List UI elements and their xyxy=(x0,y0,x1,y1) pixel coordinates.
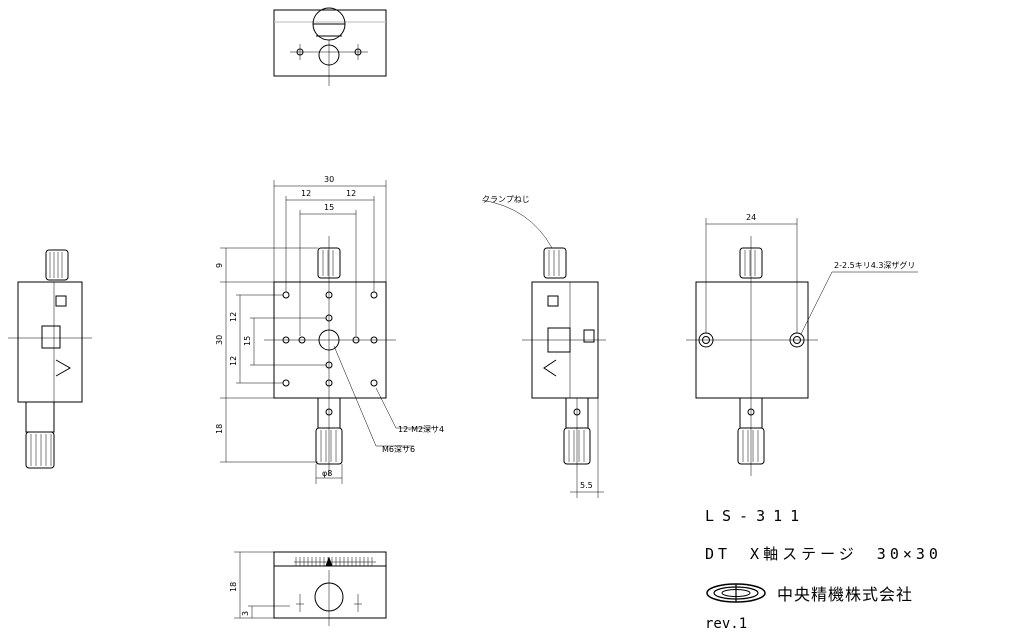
callout-clamp-screw: クランプねじ xyxy=(482,195,530,204)
bottom-view xyxy=(234,551,387,626)
dim-12-height-top: 12 xyxy=(229,312,238,322)
dim-18-height: 18 xyxy=(215,424,224,434)
left-side-view xyxy=(8,249,92,469)
model-number: LS-311 xyxy=(705,507,808,525)
dim-9-height: 9 xyxy=(215,263,224,268)
callout-counterbore: 2-2.5キリ4.3深ザグリ xyxy=(834,260,915,270)
right-side-view xyxy=(481,199,606,498)
revision: rev.1 xyxy=(705,616,748,632)
m2-hole-grid xyxy=(282,291,378,387)
dim-5-5: 5.5 xyxy=(580,481,593,490)
company-name: 中央精機株式会社 xyxy=(777,585,914,604)
callout-m6-hole: M6深サ6 xyxy=(382,445,415,454)
company-row: 中央精機株式会社 xyxy=(705,581,913,605)
front-dimension-lines xyxy=(220,180,432,484)
dim-3-bottom: 3 xyxy=(241,611,250,616)
dim-12-width-left: 12 xyxy=(301,189,311,198)
dim-30-height: 30 xyxy=(215,335,224,345)
dim-18-bottom: 18 xyxy=(229,582,238,592)
callout-m2-holes: 12-M2深サ4 xyxy=(398,425,444,434)
dim-12-height-bottom: 12 xyxy=(229,356,238,366)
far-right-view xyxy=(686,218,918,476)
company-logo-icon xyxy=(706,583,766,603)
top-view xyxy=(273,7,387,86)
front-dimension-labels: 30 12 12 15 9 30 12 15 12 18 φ8 12-M2深サ4… xyxy=(215,175,444,478)
title-block: LS-311 DT X軸ステージ 30×30 中央精機株式会社 rev.1 xyxy=(705,505,1020,633)
dim-15-height: 15 xyxy=(243,336,252,346)
dim-12-width-right: 12 xyxy=(346,189,356,198)
dim-phi8: φ8 xyxy=(322,469,332,478)
dim-30-width: 30 xyxy=(324,175,334,184)
dim-15-width: 15 xyxy=(324,203,334,212)
product-description: DT X軸ステージ 30×30 xyxy=(705,545,942,563)
dim-24-width: 24 xyxy=(746,213,756,222)
front-view xyxy=(264,236,396,476)
